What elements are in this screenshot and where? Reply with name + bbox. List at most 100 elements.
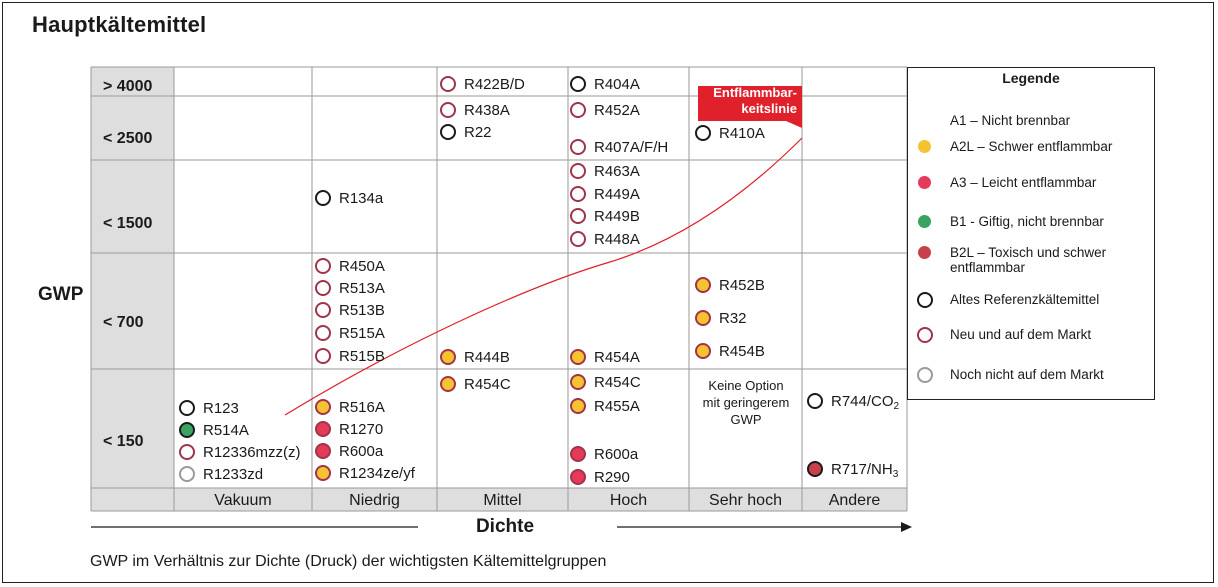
marker-r513a	[315, 280, 331, 296]
subscript: 2	[894, 401, 900, 412]
marker-r516a	[315, 399, 331, 415]
marker-r1270	[315, 421, 331, 437]
marker-r1234ze-yf	[315, 465, 331, 481]
legend-swatch	[917, 327, 933, 343]
label-r123: R123	[203, 400, 239, 417]
marker-r123	[179, 400, 195, 416]
legend-swatch	[918, 246, 931, 259]
label-r513b: R513B	[339, 302, 385, 319]
legend-label: Noch nicht auf dem Markt	[950, 367, 1104, 382]
flammability-line	[284, 137, 803, 416]
marker-r407a-f-h	[570, 139, 586, 155]
marker-r450a	[315, 258, 331, 274]
label-r454b: R454B	[719, 343, 765, 360]
label-r134a: R134a	[339, 190, 384, 207]
marker-r449a	[570, 186, 586, 202]
marker-r32	[695, 310, 711, 326]
label-r600a: R600a	[339, 443, 384, 460]
marker-r1233zd	[179, 466, 195, 482]
legend-swatch	[918, 176, 931, 189]
y-axis-title: GWP	[38, 284, 84, 305]
y-tick-label: < 1500	[103, 215, 152, 232]
marker-r452a	[570, 102, 586, 118]
label-r22: R22	[464, 124, 492, 141]
marker-r448a	[570, 231, 586, 247]
caption: GWP im Verhältnis zur Dichte (Druck) der…	[90, 553, 607, 570]
x-tick-label: Sehr hoch	[709, 492, 782, 509]
label-r744-co: R744/CO2	[831, 393, 900, 412]
marker-r717-nh	[807, 461, 823, 477]
label-r290: R290	[594, 469, 630, 486]
marker-r290	[570, 469, 586, 485]
label-r422b-d: R422B/D	[464, 76, 525, 93]
legend-label: A1 – Nicht brennbar	[950, 113, 1071, 128]
page-title: Hauptkältemittel	[32, 12, 207, 37]
label-r514a: R514A	[203, 422, 249, 439]
marker-r134a	[315, 190, 331, 206]
marker-r404a	[570, 76, 586, 92]
label-r452a: R452A	[594, 102, 640, 119]
marker-r514a	[179, 422, 195, 438]
label-r600a: R600a	[594, 446, 639, 463]
label-r463a: R463A	[594, 163, 640, 180]
legend-swatch	[918, 215, 931, 228]
marker-r600a	[570, 446, 586, 462]
marker-r438a	[440, 102, 456, 118]
legend-label: B2L – Toxisch und schwer entflammbar	[950, 245, 1107, 275]
label-r515b: R515B	[339, 348, 385, 365]
density-arrow-head	[901, 522, 912, 532]
label-r1234ze-yf: R1234ze/yf	[339, 465, 416, 482]
legend-title: Legende	[1002, 70, 1060, 86]
marker-r452b	[695, 277, 711, 293]
legend-label: Altes Referenzkältemittel	[950, 292, 1100, 307]
label-r448a: R448A	[594, 231, 640, 248]
x-tick-label: Hoch	[610, 492, 647, 509]
marker-r515b	[315, 348, 331, 364]
label-r1270: R1270	[339, 421, 383, 438]
label-r452b: R452B	[719, 277, 765, 294]
subscript: 3	[893, 469, 899, 480]
label-r454c: R454C	[464, 376, 511, 393]
flammability-flag	[698, 86, 802, 128]
marker-r454c	[570, 374, 586, 390]
marker-r600a	[315, 443, 331, 459]
label-r513a: R513A	[339, 280, 385, 297]
marker-r515a	[315, 325, 331, 341]
label-r449b: R449B	[594, 208, 640, 225]
legend-label: A2L – Schwer entflammbar	[950, 139, 1113, 154]
no-option-note: Keine Option	[708, 378, 783, 393]
marker-r454a	[570, 349, 586, 365]
x-tick-label: Niedrig	[349, 492, 400, 509]
no-option-note: GWP	[730, 412, 761, 427]
label-r515a: R515A	[339, 325, 385, 342]
y-tick-label: < 150	[103, 433, 144, 450]
y-tick-label: < 2500	[103, 130, 152, 147]
x-tick-row-bg	[91, 488, 907, 511]
marker-r454b	[695, 343, 711, 359]
marker-r454c	[440, 376, 456, 392]
y-tick-column-bg	[91, 67, 174, 511]
flammability-line-group: Entflammbar-keitslinie	[284, 85, 803, 416]
marker-r410a	[695, 125, 711, 141]
marker-r12336mzz-z-	[179, 444, 195, 460]
label-r444b: R444B	[464, 349, 510, 366]
legend-label: B1 - Giftig, nicht brennbar	[950, 214, 1104, 229]
y-tick-label: < 700	[103, 314, 144, 331]
marker-r444b	[440, 349, 456, 365]
legend-swatch	[917, 292, 933, 308]
y-tick-label: > 4000	[103, 78, 152, 95]
label-r32: R32	[719, 310, 747, 327]
label-r438a: R438A	[464, 102, 510, 119]
label-r449a: R449A	[594, 186, 640, 203]
legend-swatch	[918, 140, 931, 153]
label-r404a: R404A	[594, 76, 640, 93]
marker-r513b	[315, 302, 331, 318]
x-axis-title: Dichte	[476, 516, 534, 537]
x-tick-label: Mittel	[483, 492, 521, 509]
label-r407a-f-h: R407A/F/H	[594, 139, 668, 156]
marker-r449b	[570, 208, 586, 224]
label-r717-nh: R717/NH3	[831, 461, 899, 480]
label-r454c: R454C	[594, 374, 641, 391]
